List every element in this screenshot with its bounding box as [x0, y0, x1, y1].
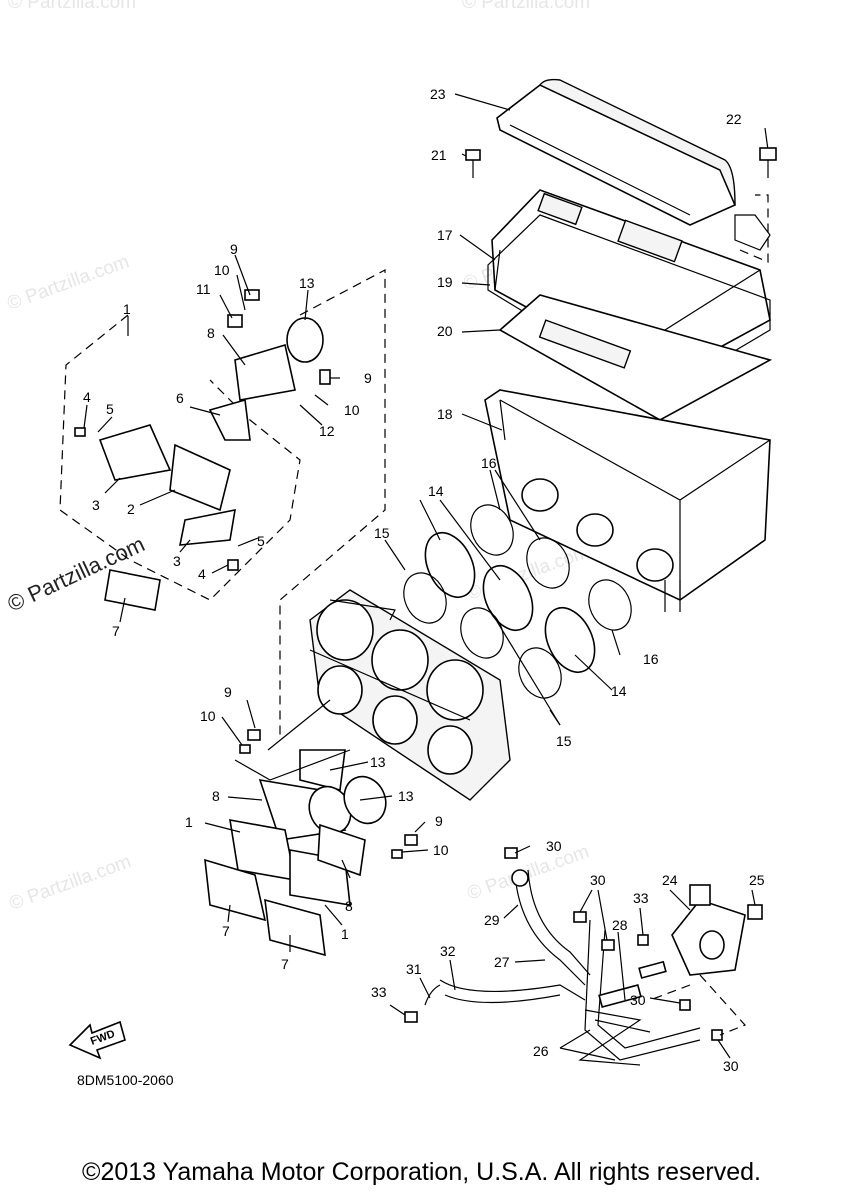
callout-10: 10	[433, 842, 449, 858]
air-box-case	[484, 389, 771, 612]
callout-9: 9	[364, 370, 372, 386]
carburetor-assembly	[309, 589, 511, 801]
callout-33: 33	[371, 984, 387, 1000]
callout-9: 9	[230, 241, 238, 257]
bolt-22	[759, 147, 777, 161]
callout-8: 8	[207, 325, 215, 341]
callout-12: 12	[319, 423, 335, 439]
callout-30: 30	[590, 872, 606, 888]
reed-valve-group-upper	[59, 269, 386, 740]
callout-10: 10	[200, 708, 216, 724]
callout-27: 27	[494, 954, 510, 970]
copyright-notice: ©2013 Yamaha Motor Corporation, U.S.A. A…	[82, 1158, 761, 1186]
callout-5: 5	[257, 533, 265, 549]
callout-labels: 23 22 21 17 19 20 18 16 16 14 14 15 15 1…	[83, 86, 765, 1074]
callout-30: 30	[546, 838, 562, 854]
callout-20: 20	[437, 323, 453, 339]
callout-16: 16	[643, 651, 659, 667]
callout-18: 18	[437, 406, 453, 422]
leader-lines-left	[83, 254, 340, 623]
callout-13: 13	[398, 788, 414, 804]
callout-19: 19	[437, 274, 453, 290]
air-filter-cover	[496, 78, 737, 226]
callout-5: 5	[106, 401, 114, 417]
reed-valve-group-lower	[204, 729, 418, 957]
callout-29: 29	[484, 912, 500, 928]
callout-13: 13	[370, 754, 386, 770]
callout-7: 7	[222, 923, 230, 939]
callout-4: 4	[83, 389, 91, 405]
callout-3: 3	[92, 497, 100, 513]
callout-28: 28	[612, 917, 628, 933]
watermark: © Partzilla.com	[7, 851, 134, 915]
callout-21: 21	[431, 147, 447, 163]
leader-lines-lower-left	[204, 699, 429, 952]
joint-clamps-middle	[384, 469, 632, 726]
bolt-21	[465, 149, 481, 161]
callout-30: 30	[630, 992, 646, 1008]
callout-8: 8	[345, 898, 353, 914]
callout-7: 7	[281, 956, 289, 972]
diagram-code: 8DM5100-2060	[77, 1072, 174, 1088]
air-box-seal	[487, 214, 771, 396]
callout-8: 8	[212, 788, 220, 804]
callout-3: 3	[173, 553, 181, 569]
callout-6: 6	[176, 390, 184, 406]
callout-4: 4	[198, 566, 206, 582]
callout-31: 31	[406, 961, 422, 977]
callout-11: 11	[196, 281, 211, 297]
air-box-element	[498, 294, 773, 421]
callout-22: 22	[726, 111, 742, 127]
leader-lines-upper	[454, 93, 777, 431]
fwd-arrow: FWD	[68, 1020, 126, 1060]
callout-30: 30	[723, 1058, 739, 1074]
callout-1: 1	[123, 301, 131, 317]
fuel-valve	[671, 884, 763, 976]
callout-23: 23	[430, 86, 446, 102]
callout-1: 1	[341, 926, 349, 942]
callout-33: 33	[633, 890, 649, 906]
callout-14: 14	[428, 483, 444, 499]
callout-17: 17	[437, 227, 453, 243]
callout-32: 32	[440, 943, 456, 959]
callout-16: 16	[481, 455, 497, 471]
callout-13: 13	[299, 275, 315, 291]
watermark: © Partzilla.com	[462, 0, 590, 13]
leader-lines-lower-right	[389, 845, 756, 1061]
hose-assembly	[404, 847, 723, 1066]
callout-15: 15	[556, 733, 572, 749]
callout-15: 15	[374, 525, 390, 541]
callout-10: 10	[214, 262, 230, 278]
callout-9: 9	[435, 813, 443, 829]
callout-9: 9	[224, 684, 232, 700]
watermark: © Partzilla.com	[8, 0, 136, 13]
callout-1: 1	[185, 814, 193, 830]
callout-2: 2	[127, 501, 135, 517]
callout-14: 14	[611, 683, 627, 699]
callout-25: 25	[749, 872, 765, 888]
callout-7: 7	[112, 623, 120, 639]
callout-24: 24	[662, 872, 678, 888]
callout-10: 10	[344, 402, 360, 418]
callout-26: 26	[533, 1043, 549, 1059]
watermark: © Partzilla.com	[5, 251, 132, 315]
